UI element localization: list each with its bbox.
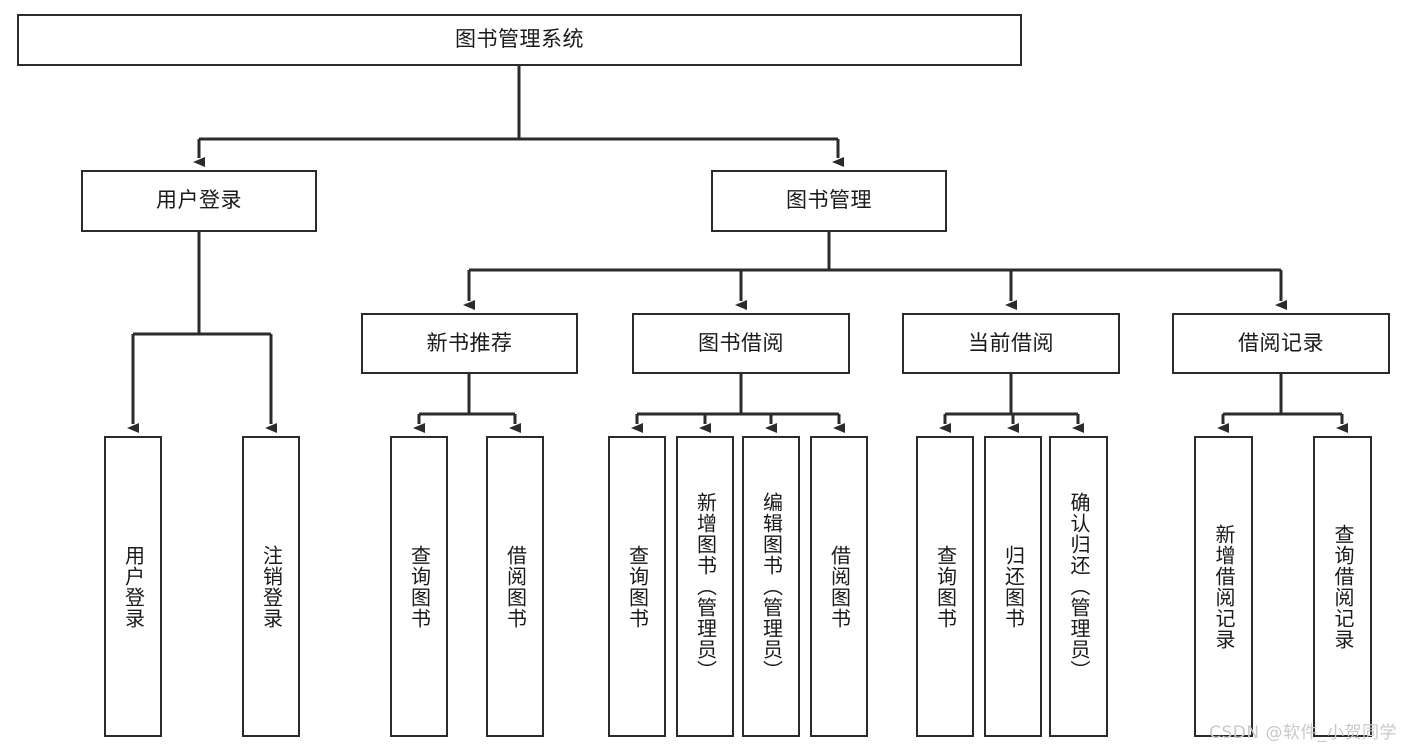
leaf-add-book-admin[interactable]: 新增图书（管理员）	[676, 436, 734, 737]
node-borrow-records[interactable]: 借阅记录	[1172, 313, 1390, 374]
node-book-management[interactable]: 图书管理	[711, 170, 947, 232]
node-book-borrow[interactable]: 图书借阅	[632, 313, 850, 374]
node-current-borrow[interactable]: 当前借阅	[902, 313, 1120, 374]
leaf-add-borrow-record[interactable]: 新增借阅记录	[1194, 436, 1253, 737]
leaf-confirm-return-admin-label: 确认归还（管理员）	[1067, 492, 1091, 681]
node-borrow-records-label: 借阅记录	[1238, 330, 1324, 355]
leaf-edit-book-admin[interactable]: 编辑图书（管理员）	[742, 436, 800, 737]
node-new-book-recommend[interactable]: 新书推荐	[361, 313, 578, 374]
node-new-book-recommend-label: 新书推荐	[426, 330, 513, 355]
leaf-borrow-book[interactable]: 借阅图书	[810, 436, 868, 737]
node-user-login[interactable]: 用户登录	[81, 170, 317, 232]
node-root[interactable]: 图书管理系统	[17, 14, 1022, 66]
leaf-return-book[interactable]: 归还图书	[984, 436, 1042, 737]
leaf-query-books-borrow[interactable]: 查询图书	[608, 436, 666, 737]
leaf-user-login-label: 用户登录	[121, 544, 146, 629]
leaf-borrow-books-recommend-label: 借阅图书	[503, 544, 528, 629]
node-book-borrow-label: 图书借阅	[698, 330, 784, 355]
leaf-user-login[interactable]: 用户登录	[104, 436, 162, 737]
leaf-borrow-books-recommend[interactable]: 借阅图书	[486, 436, 544, 737]
leaf-edit-book-admin-label: 编辑图书（管理员）	[759, 492, 784, 681]
leaf-add-book-admin-label: 新增图书（管理员）	[693, 492, 718, 681]
leaf-borrow-book-label: 借阅图书	[827, 544, 852, 629]
leaf-query-books-current[interactable]: 查询图书	[916, 436, 974, 737]
node-user-login-label: 用户登录	[156, 188, 242, 213]
node-current-borrow-label: 当前借阅	[968, 330, 1054, 355]
leaf-return-book-label: 归还图书	[1001, 544, 1026, 629]
leaf-confirm-return-admin[interactable]: 确认归还（管理员）	[1049, 436, 1108, 737]
leaf-query-books-recommend-label: 查询图书	[407, 544, 432, 629]
leaf-query-books-current-label: 查询图书	[933, 544, 958, 629]
leaf-query-books-recommend[interactable]: 查询图书	[390, 436, 448, 737]
leaf-add-borrow-record-label: 新增借阅记录	[1212, 523, 1236, 650]
leaf-query-borrow-record[interactable]: 查询借阅记录	[1313, 436, 1372, 737]
leaf-user-logout-label: 注销登录	[259, 544, 284, 629]
leaf-query-borrow-record-label: 查询借阅记录	[1331, 523, 1355, 650]
leaf-user-logout[interactable]: 注销登录	[242, 436, 300, 737]
leaf-query-books-borrow-label: 查询图书	[625, 544, 650, 629]
node-book-management-label: 图书管理	[786, 188, 872, 213]
node-root-label: 图书管理系统	[455, 27, 584, 52]
